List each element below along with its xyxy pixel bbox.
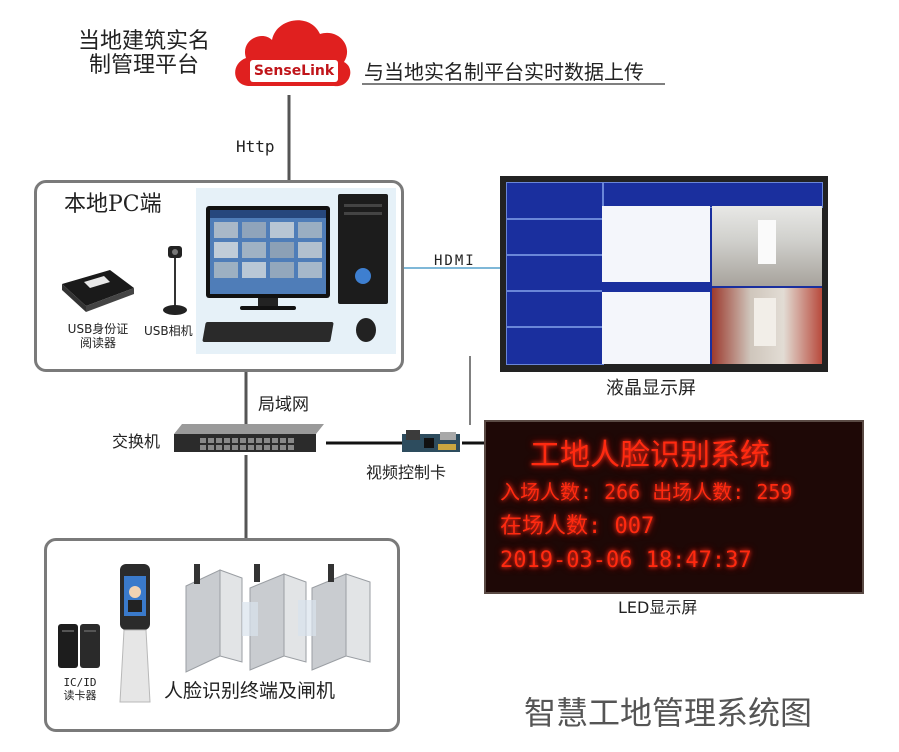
- led-panel: 工地人脸识别系统 入场人数: 266 出场人数: 259 在场人数: 007 2…: [484, 420, 864, 594]
- lan-label: 局域网: [258, 395, 309, 415]
- platform-label-line2: 制管理平台: [89, 53, 200, 78]
- id-reader-label-line2: 阅读器: [79, 336, 116, 350]
- video-card-label: 视频控制卡: [366, 463, 447, 482]
- network-switch-icon: [172, 420, 326, 456]
- switch-label: 交换机: [112, 432, 161, 451]
- diagram-title: 智慧工地管理系统图: [524, 694, 813, 732]
- card-reader-label-line2: 读卡器: [63, 689, 97, 702]
- led-label: LED显示屏: [618, 598, 698, 617]
- usb-camera-icon: [160, 246, 190, 318]
- led-line2: 入场人数: 266 出场人数: 259: [500, 480, 793, 504]
- lcd-screen: [500, 176, 828, 372]
- lcd-display: [506, 182, 823, 365]
- usb-camera-label: USB相机: [144, 324, 193, 338]
- turnstile-gates-icon: [180, 562, 386, 674]
- face-terminal-icon: [110, 562, 160, 704]
- card-reader-icon: [56, 622, 104, 672]
- led-line3: 在场人数: 007: [500, 514, 655, 539]
- monitor: [206, 206, 330, 298]
- led-line4: 2019-03-06 18:47:37: [500, 548, 752, 573]
- pc-tower: [338, 194, 388, 304]
- card-reader-label: IC/ID 读卡器: [56, 676, 104, 702]
- lcd-photo-top: [712, 206, 822, 286]
- mouse: [356, 318, 376, 342]
- keyboard: [202, 322, 334, 342]
- id-reader-label-line1: USB身份证: [67, 322, 129, 336]
- pc-title: 本地PC端: [64, 192, 162, 217]
- hdmi-label: HDMI: [434, 253, 476, 269]
- led-line1: 工地人脸识别系统: [530, 438, 770, 473]
- lcd-photo-bottom: [712, 288, 822, 364]
- desktop-computer-icon: [196, 188, 396, 354]
- video-control-card-icon: [400, 428, 462, 456]
- face-gate-label: 人脸识别终端及闸机: [164, 680, 336, 702]
- card-reader-label-line1: IC/ID: [63, 676, 97, 689]
- cloud-icon: SenseLink: [228, 6, 356, 98]
- lcd-label: 液晶显示屏: [606, 378, 696, 399]
- cloud-text: SenseLink: [250, 60, 338, 82]
- http-label: Http: [236, 137, 275, 156]
- upload-text: 与当地实名制平台实时数据上传: [364, 60, 644, 84]
- id-reader-label: USB身份证 阅读器: [60, 322, 136, 350]
- platform-label: 当地建筑实名 制管理平台: [78, 30, 210, 78]
- platform-label-line1: 当地建筑实名: [78, 29, 211, 54]
- id-reader-icon: [58, 266, 138, 312]
